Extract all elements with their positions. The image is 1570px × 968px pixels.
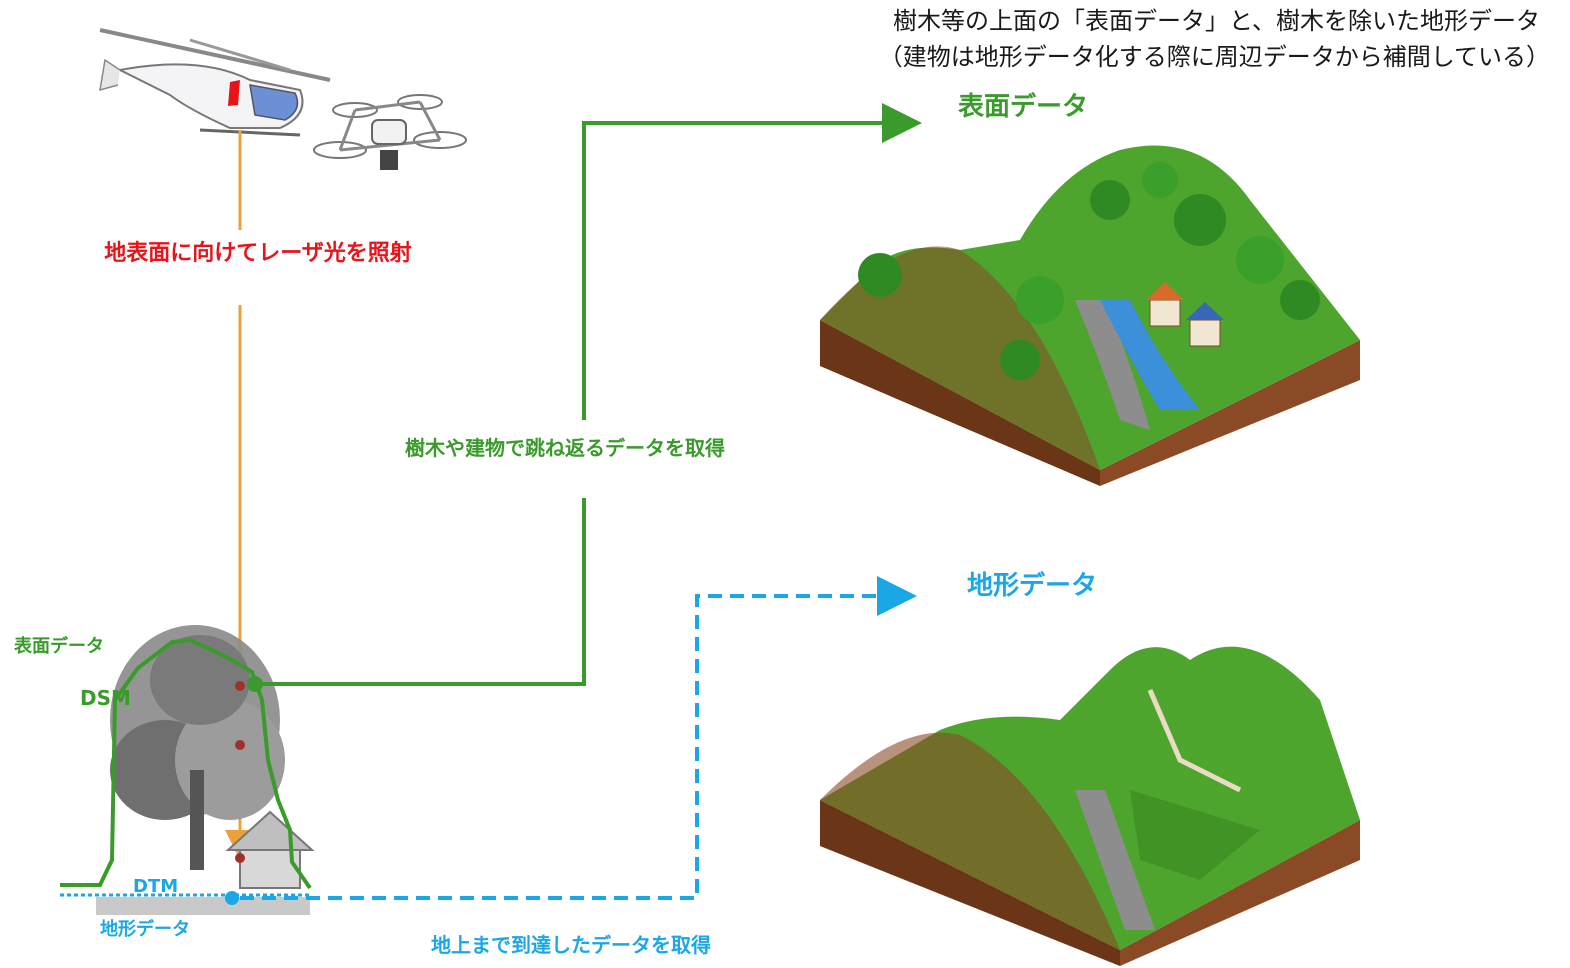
tree-icon: [110, 625, 285, 870]
terrain-model-icon: [820, 646, 1360, 966]
terrain-flow: [240, 576, 917, 900]
left-terrain-label: 地形データ: [100, 918, 190, 940]
left-surface-label: 表面データ: [14, 635, 104, 657]
caption-line-1: 樹木等の上面の「表面データ」と、樹木を除いた地形データ: [893, 7, 1540, 35]
helicopter-icon: [99, 28, 331, 137]
surface-model-icon: [820, 145, 1360, 486]
return-point-1: [235, 681, 245, 691]
surface-data-title: 表面データ: [958, 91, 1088, 122]
dsm-outline: [60, 637, 312, 890]
surface-flow-upper: [582, 103, 922, 420]
drone-icon: [313, 94, 467, 170]
ground-point: [225, 891, 239, 905]
return-point-2: [235, 740, 245, 750]
terrain-data-title: 地形データ: [967, 570, 1097, 601]
surface-return-label: 樹木や建物で跳ね返るデータを取得: [405, 436, 725, 460]
caption-line-2: （建物は地形データ化する際に周辺データから補間している）: [879, 43, 1550, 71]
surface-flow-lower: [255, 498, 586, 686]
return-point-3: [235, 853, 245, 863]
ground-slab: [96, 897, 310, 915]
dtm-label: DTM: [133, 876, 178, 897]
ground-return-label: 地上まで到達したデータを取得: [431, 933, 711, 957]
laser-label: 地表面に向けてレーザ光を照射: [104, 240, 412, 266]
dsm-label: DSM: [80, 686, 131, 710]
